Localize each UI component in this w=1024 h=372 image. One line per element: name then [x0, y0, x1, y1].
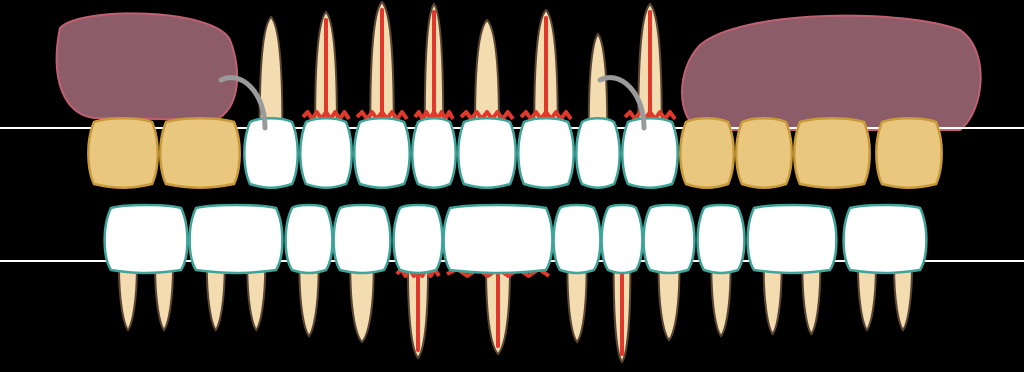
lower-left-molar-1-crown [748, 205, 837, 273]
lower-right-canine-crown [394, 205, 443, 273]
lower-left-molar-2-crown [844, 205, 927, 273]
upper-left-premolar-2-crown [736, 118, 791, 188]
upper-left-canine-crown [622, 118, 677, 188]
upper-left-molar-2-crown [876, 118, 941, 188]
upper-right-premolar-1-crown [300, 118, 351, 188]
upper-right-molar-3-crown [88, 118, 157, 188]
lower-right-molar-1-crown [190, 205, 283, 273]
lower-crowns [105, 205, 927, 273]
lower-right-premolar-1-crown [334, 205, 391, 273]
cyst-upper-left [682, 16, 981, 130]
upper-right-molar-2-crown [160, 118, 239, 188]
lower-right-premolar-2-crown [286, 205, 333, 273]
upper-right-lateral-incisor-crown [412, 118, 455, 188]
upper-left-premolar-1-crown [680, 118, 733, 188]
upper-right-central-incisor-crown [458, 118, 515, 188]
lower-left-canine-crown [602, 205, 643, 273]
lower-left-incisors-crown [554, 205, 601, 273]
lower-left-premolar-2-crown [698, 205, 745, 273]
upper-left-molar-1-crown [794, 118, 869, 188]
upper-right-premolar-2-crown [244, 118, 297, 188]
upper-right-canine-crown [354, 118, 409, 188]
lower-left-premolar-1-crown [644, 205, 695, 273]
upper-left-central-incisor-crown [518, 118, 573, 188]
upper-left-lateral-incisor-crown [576, 118, 619, 188]
lower-right-incisors-crown [444, 205, 553, 273]
cyst-upper-right [57, 13, 238, 120]
lower-right-molar-2-crown [105, 205, 188, 273]
